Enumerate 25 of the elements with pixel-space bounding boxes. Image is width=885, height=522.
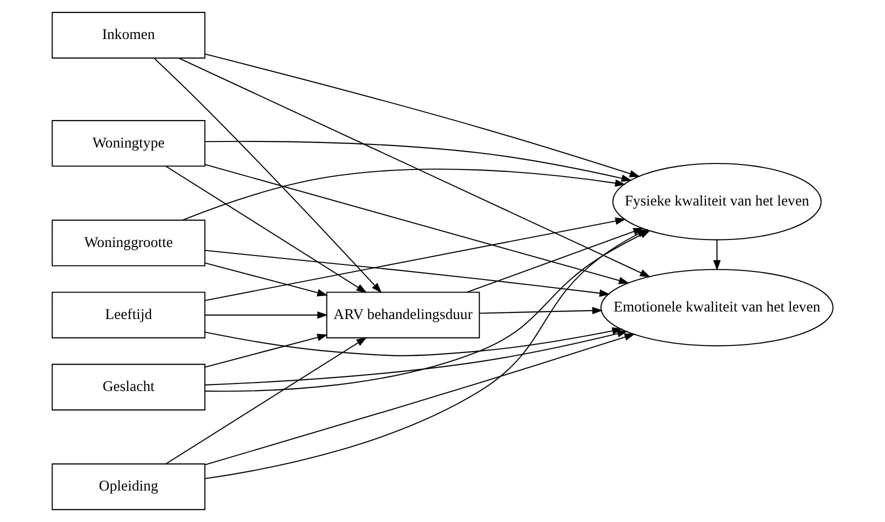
node-box: Inkomen <box>52 12 206 59</box>
arrow <box>480 306 603 314</box>
arrow <box>154 58 382 294</box>
arrow <box>713 240 721 271</box>
arrow <box>182 168 626 221</box>
arrow <box>166 337 368 464</box>
arrow <box>204 217 626 301</box>
arrow <box>466 228 644 293</box>
arrow <box>204 327 623 356</box>
node-box: Geslacht <box>52 364 206 410</box>
node-box: Woninggrootte <box>52 220 206 266</box>
arrow <box>204 140 632 182</box>
arrow <box>204 262 328 296</box>
arrow <box>204 164 630 284</box>
arrow <box>204 250 610 297</box>
node-box: Leeftijd <box>52 292 206 338</box>
node-box: Opleiding <box>52 463 206 510</box>
arrow <box>205 311 328 319</box>
node-box: ARV behandelingsduur <box>326 292 480 338</box>
arrow <box>204 334 328 368</box>
node-box: Woningtype <box>52 120 206 167</box>
arrow <box>166 166 368 294</box>
arrow <box>205 330 628 386</box>
arrow <box>204 54 640 178</box>
arrow <box>204 333 636 466</box>
